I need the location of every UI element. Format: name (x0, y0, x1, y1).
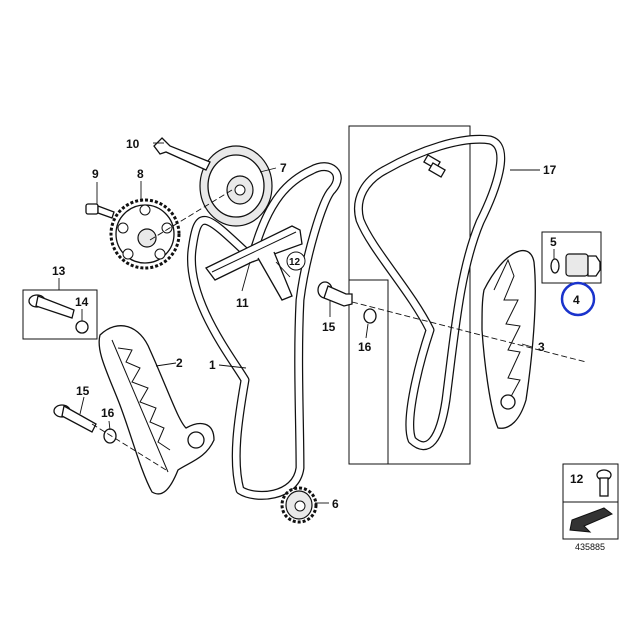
bolt-10 (153, 137, 211, 171)
bolt-12 (596, 469, 612, 497)
guide-rail-3 (481, 250, 536, 429)
arrow-icon (569, 507, 613, 533)
label-9: 9 (92, 167, 99, 181)
label-12-box: 12 (570, 472, 584, 486)
highlight-circle (560, 281, 596, 317)
label-14: 14 (75, 295, 89, 309)
chain-link-detail (423, 154, 446, 178)
seal-16-left (103, 428, 117, 444)
label-8: 8 (137, 167, 144, 181)
label-10: 10 (126, 137, 140, 151)
group-box-4 (541, 231, 602, 284)
label-11: 11 (236, 296, 249, 310)
label-4: 4 (573, 293, 580, 307)
label-16-middle: 16 (358, 340, 372, 354)
guide-rail-11 (205, 225, 303, 301)
catalog-number: 435885 (575, 542, 605, 552)
label-12-circled: 12 (289, 257, 301, 268)
crank-sprocket-6 (280, 486, 318, 524)
chain-tensioner-4 (550, 253, 601, 277)
bolt-9 (85, 203, 115, 219)
axis-line-cam (149, 189, 233, 241)
oil-pump-chain-17 (354, 134, 506, 451)
label-16-left: 16 (101, 406, 115, 420)
sprocket-8 (109, 198, 181, 270)
axis-line (351, 301, 587, 363)
label-5: 5 (550, 235, 557, 249)
group-box-13 (22, 289, 98, 340)
timing-chain-1 (187, 162, 342, 500)
label-1: 1 (209, 358, 216, 372)
label-15-middle: 15 (322, 320, 336, 334)
label-12-circle (286, 251, 306, 271)
bolt-15-middle (317, 281, 353, 307)
axis-line-left (91, 423, 167, 471)
label-17: 17 (543, 163, 557, 177)
label-7: 7 (280, 161, 287, 175)
seal-16-middle (363, 308, 377, 324)
label-13: 13 (52, 264, 66, 278)
label-2: 2 (176, 356, 183, 370)
label-6: 6 (332, 497, 339, 511)
camshaft-adjuster-7 (199, 145, 273, 227)
label-3: 3 (538, 340, 545, 354)
bolt-15-left (53, 404, 97, 433)
pin-13 (28, 294, 89, 334)
label-15-left: 15 (76, 384, 90, 398)
chain-group-outline (348, 125, 471, 465)
tensioner-rail-2 (98, 325, 215, 495)
